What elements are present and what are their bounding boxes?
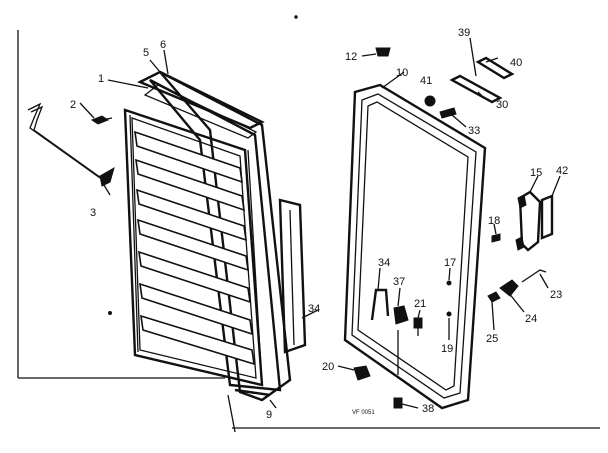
callout-20: 20 — [322, 361, 334, 373]
callout-24: 24 — [525, 313, 537, 325]
door-shelves — [134, 130, 255, 366]
drawing-stamp: VF 0051 — [352, 410, 375, 416]
callout-23: 23 — [550, 289, 562, 301]
callout-19: 19 — [441, 343, 453, 355]
callout-5: 5 — [143, 47, 149, 59]
callout-34-right: 34 — [378, 257, 390, 269]
callout-39: 39 — [458, 27, 470, 39]
callout-6: 6 — [160, 39, 166, 51]
callout-34-left: 34 — [308, 303, 320, 315]
door-assembly — [108, 70, 307, 402]
small-parts — [353, 47, 554, 409]
gasket-frame — [343, 83, 487, 410]
callout-3: 3 — [90, 207, 96, 219]
callout-21: 21 — [414, 298, 426, 310]
callout-1: 1 — [98, 73, 104, 85]
callout-12: 12 — [345, 51, 357, 63]
callout-42: 42 — [556, 165, 568, 177]
callout-labels: 1 2 3 5 6 9 10 12 15 17 18 19 20 21 23 2… — [70, 27, 568, 421]
callout-15: 15 — [530, 167, 542, 179]
callout-18: 18 — [488, 215, 500, 227]
callout-9: 9 — [266, 409, 272, 421]
callout-2: 2 — [70, 99, 76, 111]
leader-lines — [79, 37, 561, 409]
callout-17: 17 — [444, 257, 456, 269]
border-lines — [17, 15, 600, 433]
callout-25: 25 — [486, 333, 498, 345]
callout-10: 10 — [396, 67, 408, 79]
callout-40: 40 — [510, 57, 522, 69]
callout-41: 41 — [420, 75, 432, 87]
callout-38: 38 — [422, 403, 434, 415]
screw-2 — [90, 115, 113, 125]
callout-30: 30 — [496, 99, 508, 111]
hinge-rod — [27, 102, 115, 196]
callout-37: 37 — [393, 276, 405, 288]
callout-33: 33 — [468, 125, 480, 137]
